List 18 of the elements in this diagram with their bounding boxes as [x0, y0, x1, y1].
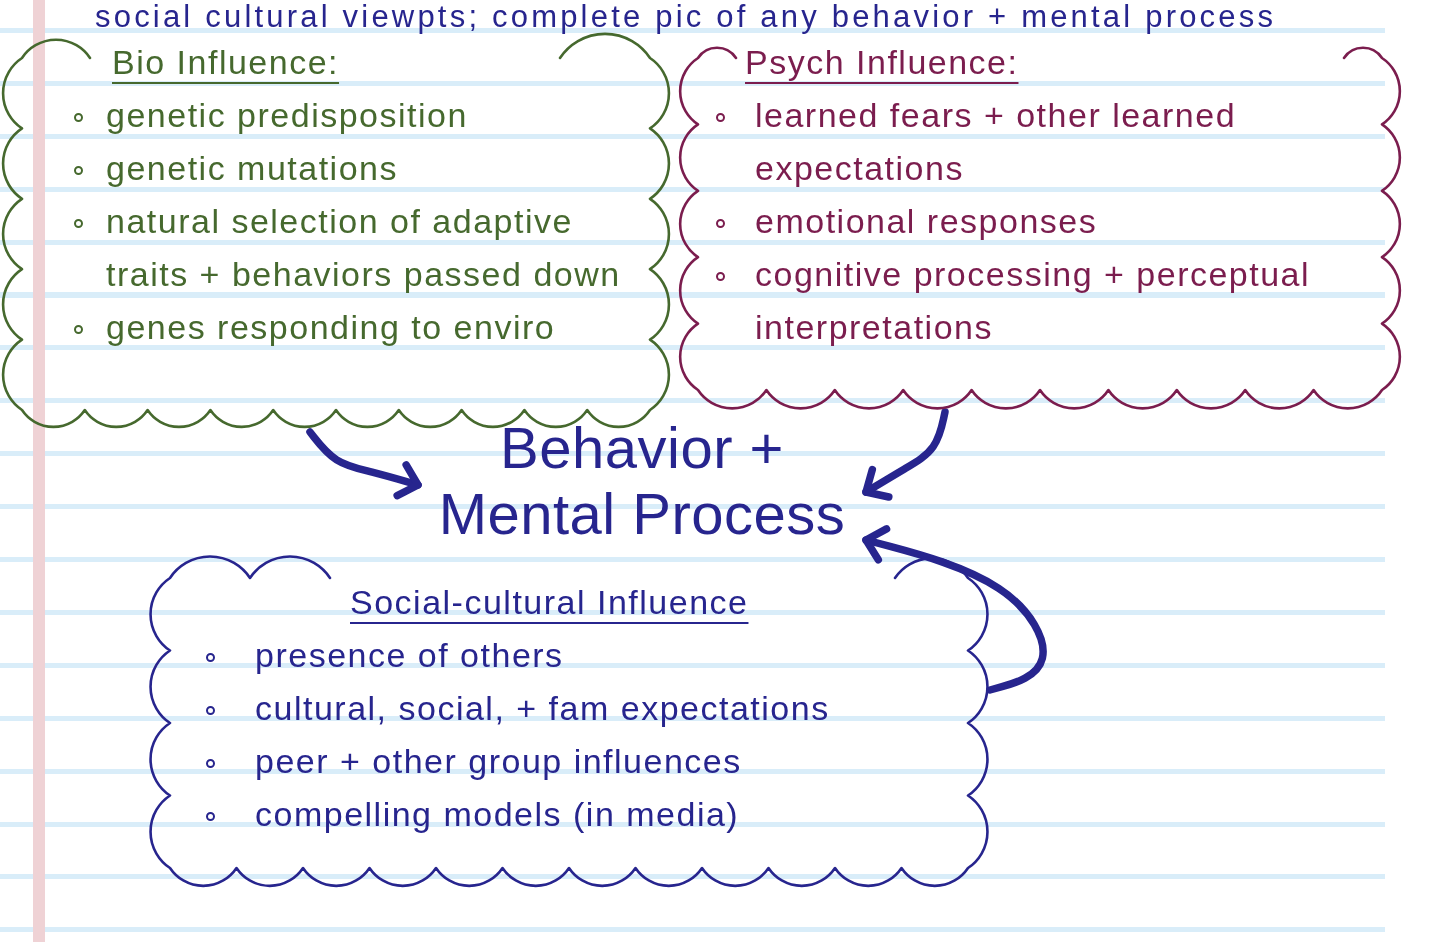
curved-arrow [862, 408, 949, 501]
bullet-item: compelling models (in media) [200, 788, 920, 841]
bullet-item: cultural, social, + fam expectations [200, 682, 920, 735]
cloud-heading: Psych Influence: [745, 42, 1019, 83]
bullet-item: peer + other group influences [200, 735, 920, 788]
bullet-item: genetic predisposition [68, 89, 636, 142]
bullet-item: presence of others [200, 629, 920, 682]
curved-arrow [862, 525, 1047, 694]
thought-cloud [148, 556, 990, 890]
central-topic: Behavior + Mental Process [418, 415, 866, 547]
bullet-item: genes responding to enviro [68, 301, 636, 354]
page-note: social cultural viewpts; complete pic of any behavior + mental process [95, 0, 1277, 34]
cloud-heading: Social-cultural Influence [350, 582, 749, 623]
bullet-item: emotional responses [710, 195, 1355, 248]
bullet-item: cognitive processing + perceptual interpretations [710, 248, 1355, 354]
curved-arrow [306, 428, 422, 500]
cloud-heading: Bio Influence: [112, 42, 340, 83]
bullet-item: genetic mutations [68, 142, 636, 195]
